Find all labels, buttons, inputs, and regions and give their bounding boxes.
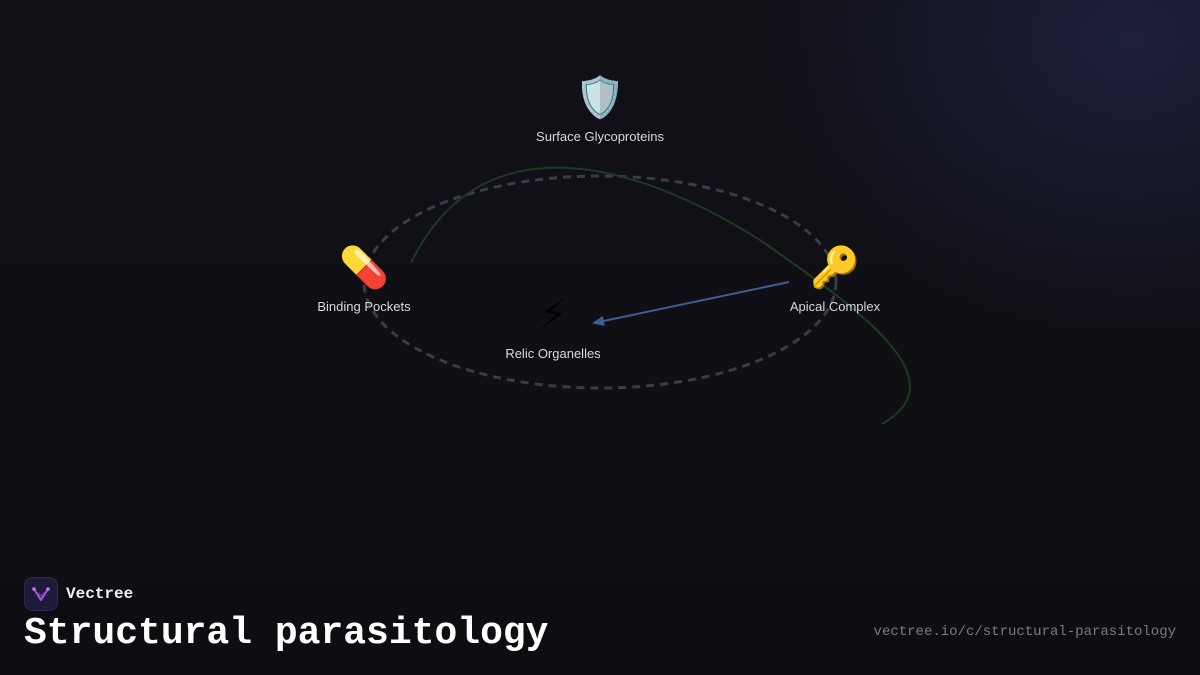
node-apical-complex[interactable]: 🔑 Apical Complex — [790, 243, 881, 314]
lightning-icon: ⚡ — [539, 292, 567, 338]
page-title: Structural parasitology — [24, 612, 549, 655]
node-surface-glycoproteins[interactable]: 🛡️ Surface Glycoproteins — [536, 74, 664, 144]
edge-apical-to-relic — [592, 281, 790, 326]
node-relic-organelles[interactable]: ⚡ Relic Organelles — [505, 292, 601, 361]
pill-icon: 💊 — [339, 243, 389, 291]
brand: Vectree — [24, 577, 133, 611]
node-label: Surface Glycoproteins — [536, 129, 664, 144]
orbit-ring — [362, 174, 838, 390]
key-icon: 🔑 — [810, 243, 860, 291]
node-label: Apical Complex — [790, 299, 881, 314]
node-label: Relic Organelles — [505, 346, 601, 361]
page-url[interactable]: vectree.io/c/structural-parasitology — [873, 624, 1176, 640]
node-binding-pockets[interactable]: 💊 Binding Pockets — [317, 243, 411, 314]
brand-name: Vectree — [66, 585, 134, 603]
node-label: Binding Pockets — [317, 299, 411, 314]
shield-icon: 🛡️ — [575, 74, 625, 121]
vectree-logo-icon — [24, 577, 58, 611]
flow-curve — [410, 166, 911, 425]
